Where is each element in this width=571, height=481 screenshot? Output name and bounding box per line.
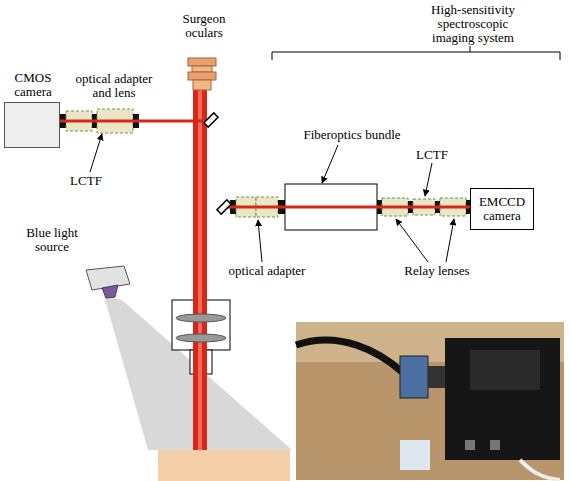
light-beam-core (198, 90, 202, 450)
node-label: CMOS camera (5, 71, 61, 99)
beam-splitter (204, 113, 218, 127)
lamp-bulb (102, 285, 118, 298)
leader-arrow (446, 219, 454, 262)
group-title: High-sensitivity spectroscopic imaging s… (418, 3, 528, 45)
group-bracket (272, 46, 560, 60)
photo-adapter (428, 366, 446, 388)
photo-inset (296, 322, 564, 480)
ocular-part (193, 80, 211, 90)
leader-arrow (258, 220, 262, 262)
node-label: Blue light source (16, 226, 88, 254)
photo-camera (445, 338, 560, 460)
photo-filter (400, 356, 428, 398)
tissue-sample (158, 450, 290, 481)
ocular-part (188, 58, 216, 66)
photo-object (400, 440, 430, 470)
light-beam (224, 206, 470, 209)
part-label: optical adapter (222, 264, 312, 278)
node-label: Surgeon oculars (176, 12, 232, 40)
ocular-block: Surgeon oculars (188, 58, 216, 90)
camera-box: CMOS camera (4, 102, 60, 148)
part-label: LCTF (412, 148, 452, 162)
node-outline (188, 58, 216, 90)
light-beam (60, 120, 211, 123)
beam-splitter (217, 200, 231, 214)
part-label: optical adapter and lens (66, 72, 162, 100)
leader-arrow (396, 219, 428, 262)
leader-arrow (322, 145, 338, 183)
photo-cable (520, 460, 560, 480)
part-label: LCTF (66, 174, 106, 188)
node-label: EMCCD camera (471, 195, 533, 223)
photo-camera-vent (470, 350, 540, 390)
part-label: Fiberoptics bundle (292, 128, 412, 142)
light-beam (193, 90, 207, 450)
leader-arrow (90, 134, 102, 172)
objective-lens (176, 314, 226, 322)
photo-cable (296, 340, 402, 372)
camera-box: EMCCD camera (470, 188, 534, 230)
photo-connector (490, 440, 500, 450)
objective-lens (176, 334, 226, 342)
light-source: Blue light source (80, 266, 136, 300)
ocular-part (188, 72, 216, 80)
ocular-part (192, 66, 212, 72)
part-label: Relay lenses (392, 264, 482, 278)
photo-connector (465, 440, 475, 450)
leader-arrow (425, 163, 432, 196)
node-outline (80, 266, 136, 300)
